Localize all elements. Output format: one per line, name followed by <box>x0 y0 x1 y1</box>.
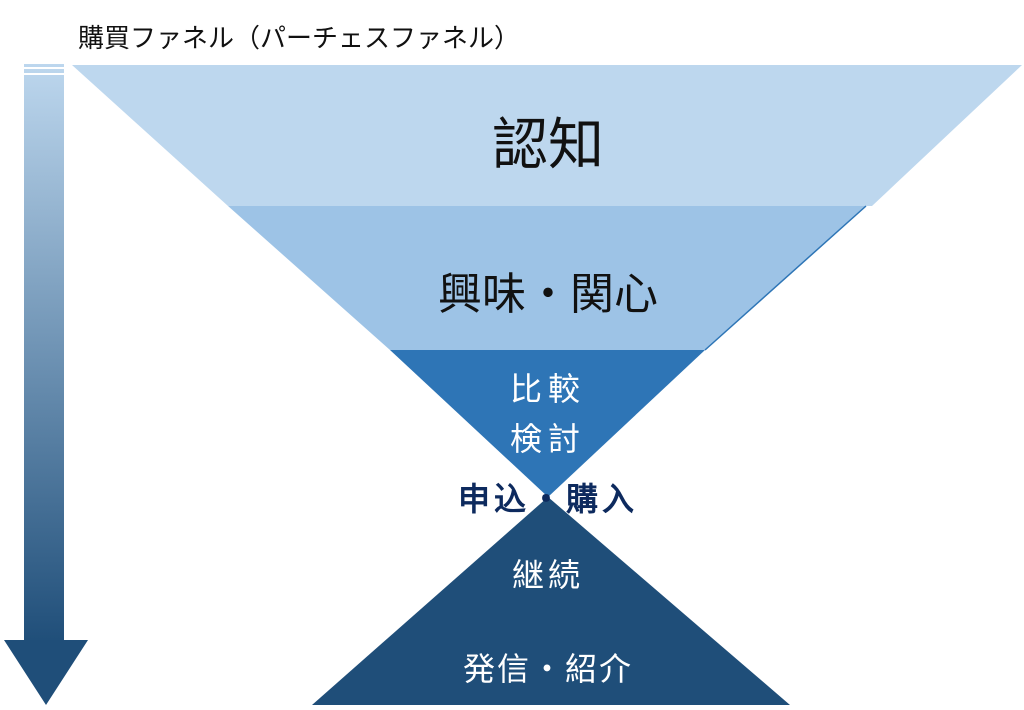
stage-interest-band <box>228 206 866 350</box>
stage-awareness-label: 認知 <box>492 113 604 178</box>
stage-comparison-label-1: 比較 <box>509 370 586 408</box>
stage-interest-label: 興味・関心 <box>438 269 658 320</box>
stage-purchase-label: 申込・購入 <box>457 480 638 518</box>
stage-advocacy-label: 発信・紹介 <box>462 650 633 688</box>
stage-comparison-triangle <box>390 350 705 497</box>
diagram-title: 購買ファネル（パーチェスファネル） <box>78 24 521 54</box>
stage-retention-triangle <box>312 497 790 705</box>
stage-retention-label: 継続 <box>511 556 584 594</box>
stage-comparison-label-2: 検討 <box>509 420 586 458</box>
stage-awareness-band <box>72 65 1022 206</box>
flow-arrow <box>4 64 88 705</box>
